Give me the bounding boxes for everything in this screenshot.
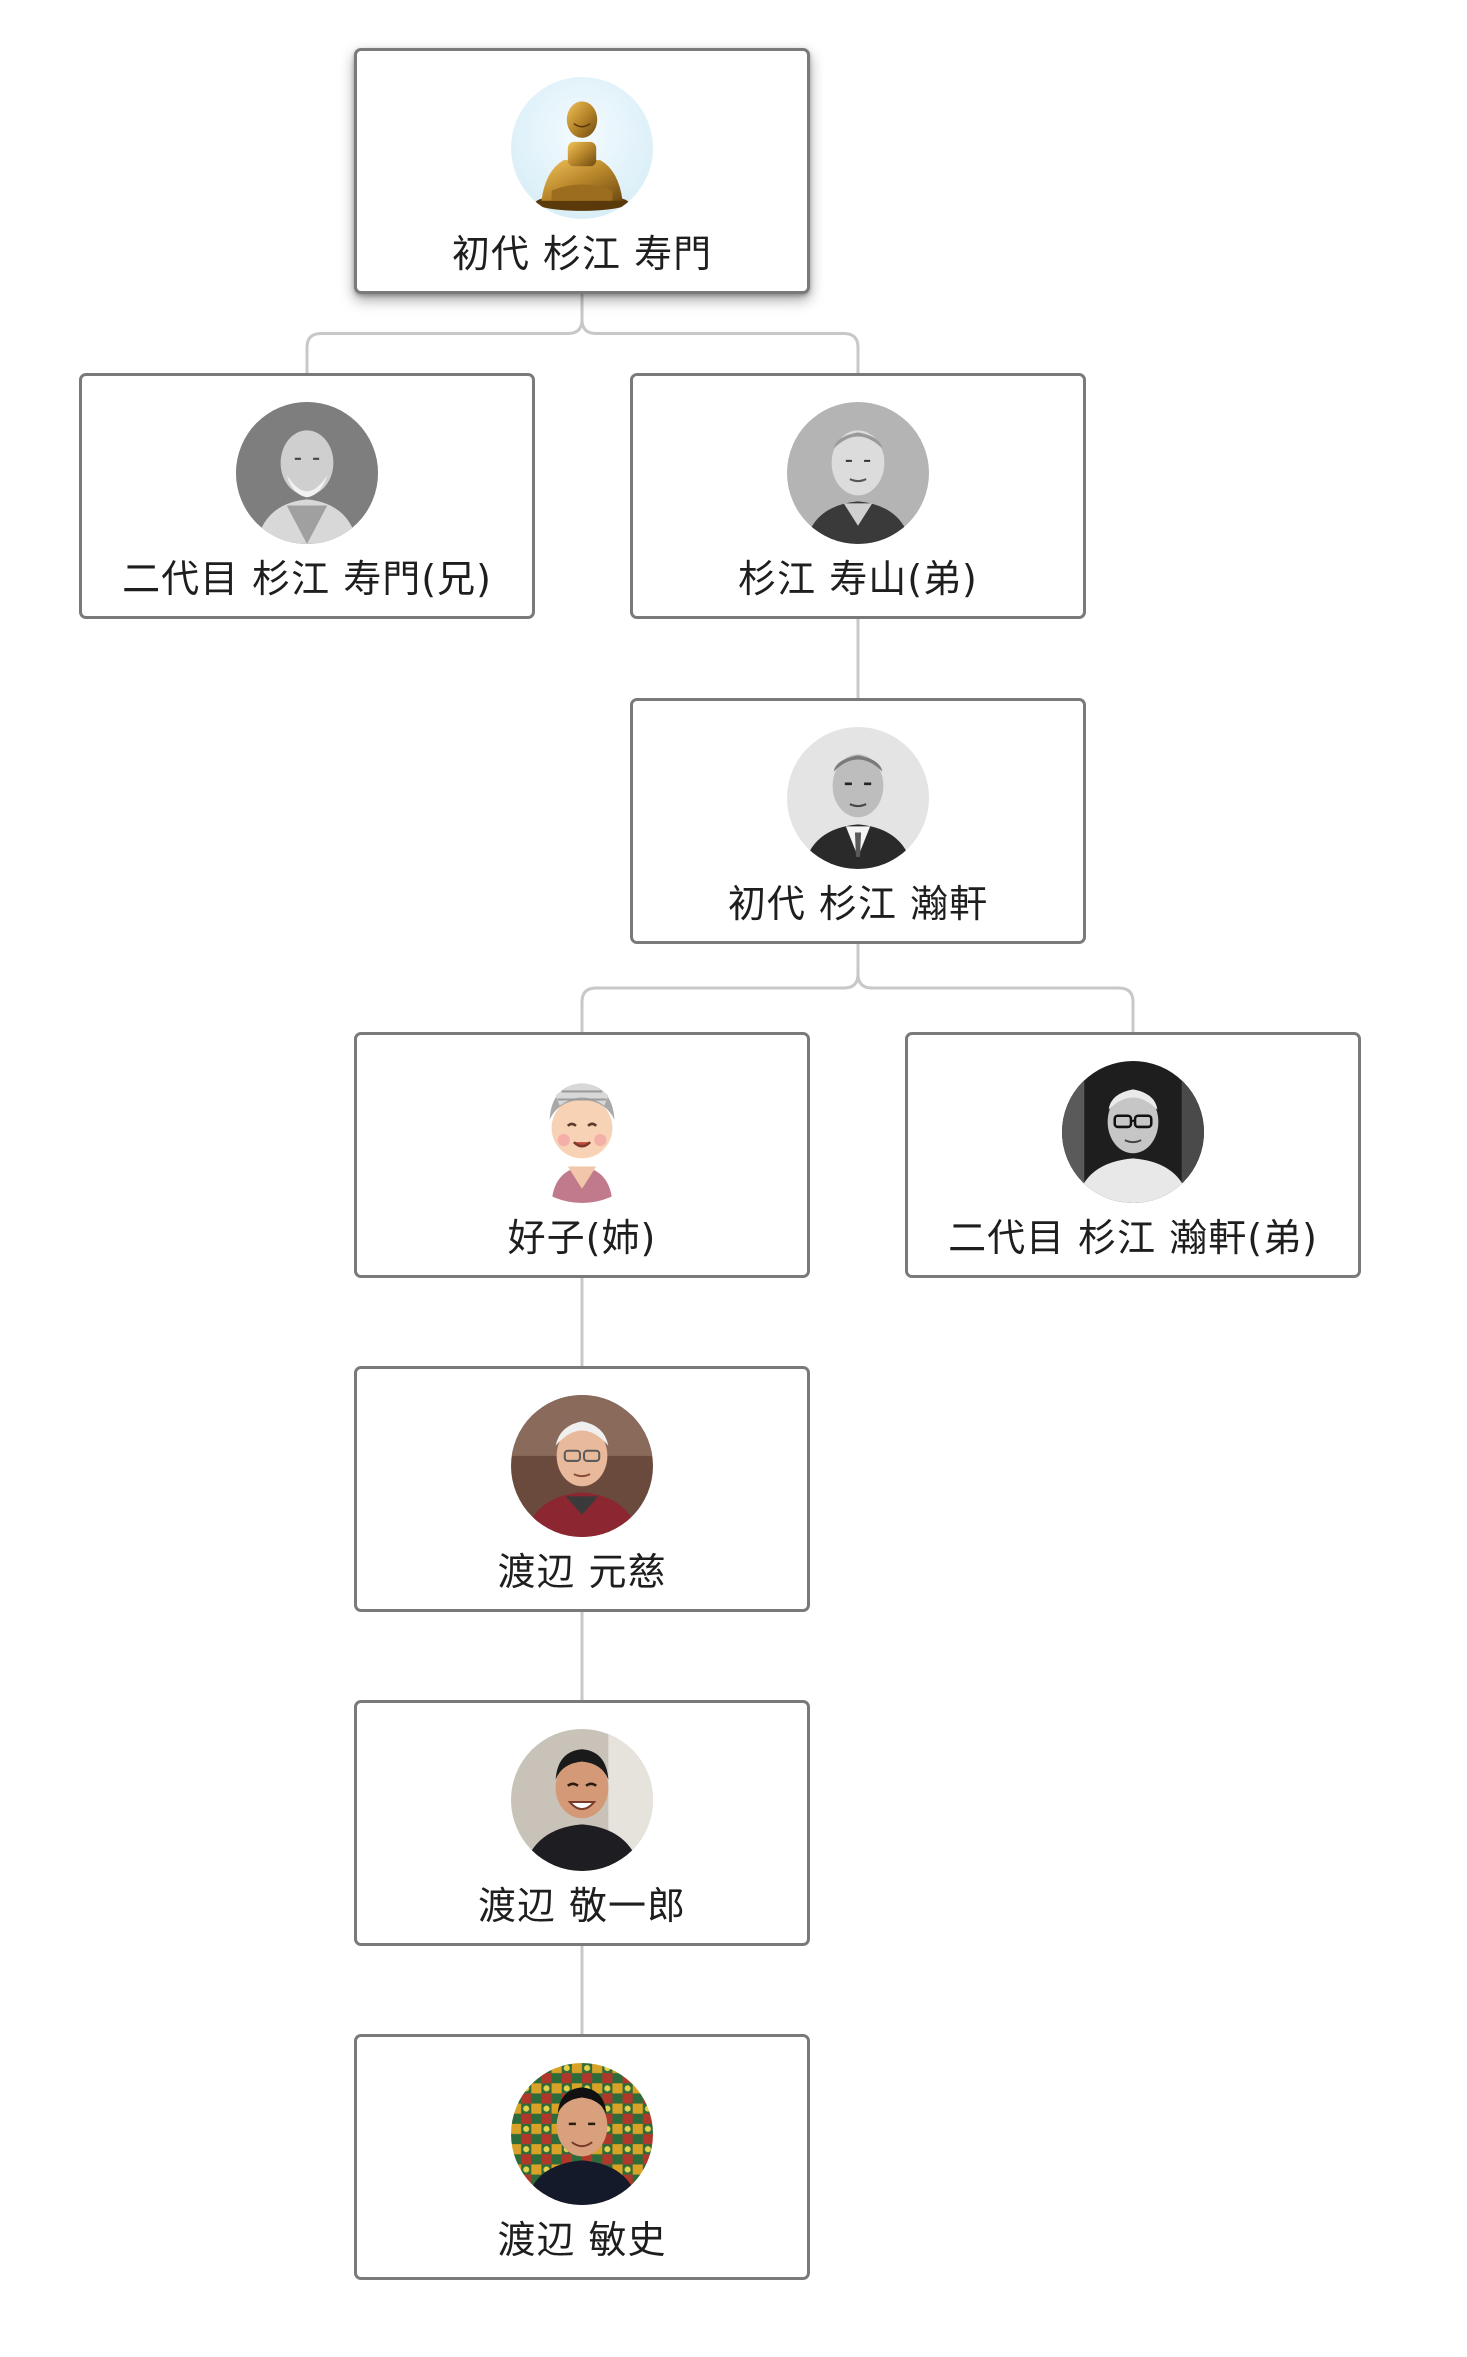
person-name: 渡辺 敬一郎 — [477, 1884, 687, 1928]
person-name: 二代目 杉江 瀚軒(弟) — [948, 1216, 1318, 1260]
elderly-man-bw-portrait-icon — [236, 402, 378, 544]
connector-line — [856, 944, 1135, 1032]
node-oken-2[interactable]: 二代目 杉江 瀚軒(弟) — [905, 1032, 1361, 1278]
connector-line — [305, 294, 584, 373]
person-name: 初代 杉江 瀚軒 — [727, 882, 989, 926]
connector-line — [580, 294, 860, 373]
node-jumon-2[interactable]: 二代目 杉江 寿門(兄) — [79, 373, 535, 619]
node-keiichiro[interactable]: 渡辺 敬一郎 — [354, 1700, 810, 1946]
node-toshifumi[interactable]: 渡辺 敏史 — [354, 2034, 810, 2280]
node-genji[interactable]: 渡辺 元慈 — [354, 1366, 810, 1612]
node-oken-1[interactable]: 初代 杉江 瀚軒 — [630, 698, 1086, 944]
man-colorful-background-portrait-icon — [511, 2063, 653, 2205]
person-name: 初代 杉江 寿門 — [451, 232, 713, 276]
person-name: 渡辺 元慈 — [497, 1550, 667, 1594]
smiling-man-color-portrait-icon — [511, 1729, 653, 1871]
elderly-man-suit-bw-portrait-icon — [787, 727, 929, 869]
node-yoshiko[interactable]: 好子(姉) — [354, 1032, 810, 1278]
bronze-statue-portrait-icon — [511, 77, 653, 219]
elderly-man-bw-portrait-icon — [787, 402, 929, 544]
connector-line — [580, 944, 860, 1032]
person-name: 渡辺 敏史 — [497, 2218, 667, 2262]
person-name: 杉江 寿山(弟) — [738, 557, 978, 601]
node-juzan[interactable]: 杉江 寿山(弟) — [630, 373, 1086, 619]
node-jumon-1[interactable]: 初代 杉江 寿門 — [354, 48, 810, 294]
man-glasses-bw-portrait-icon — [1062, 1061, 1204, 1203]
grandmother-illustration-icon — [511, 1061, 653, 1203]
person-name: 二代目 杉江 寿門(兄) — [122, 557, 492, 601]
elderly-man-glasses-color-portrait-icon — [511, 1395, 653, 1537]
person-name: 好子(姉) — [507, 1216, 657, 1260]
